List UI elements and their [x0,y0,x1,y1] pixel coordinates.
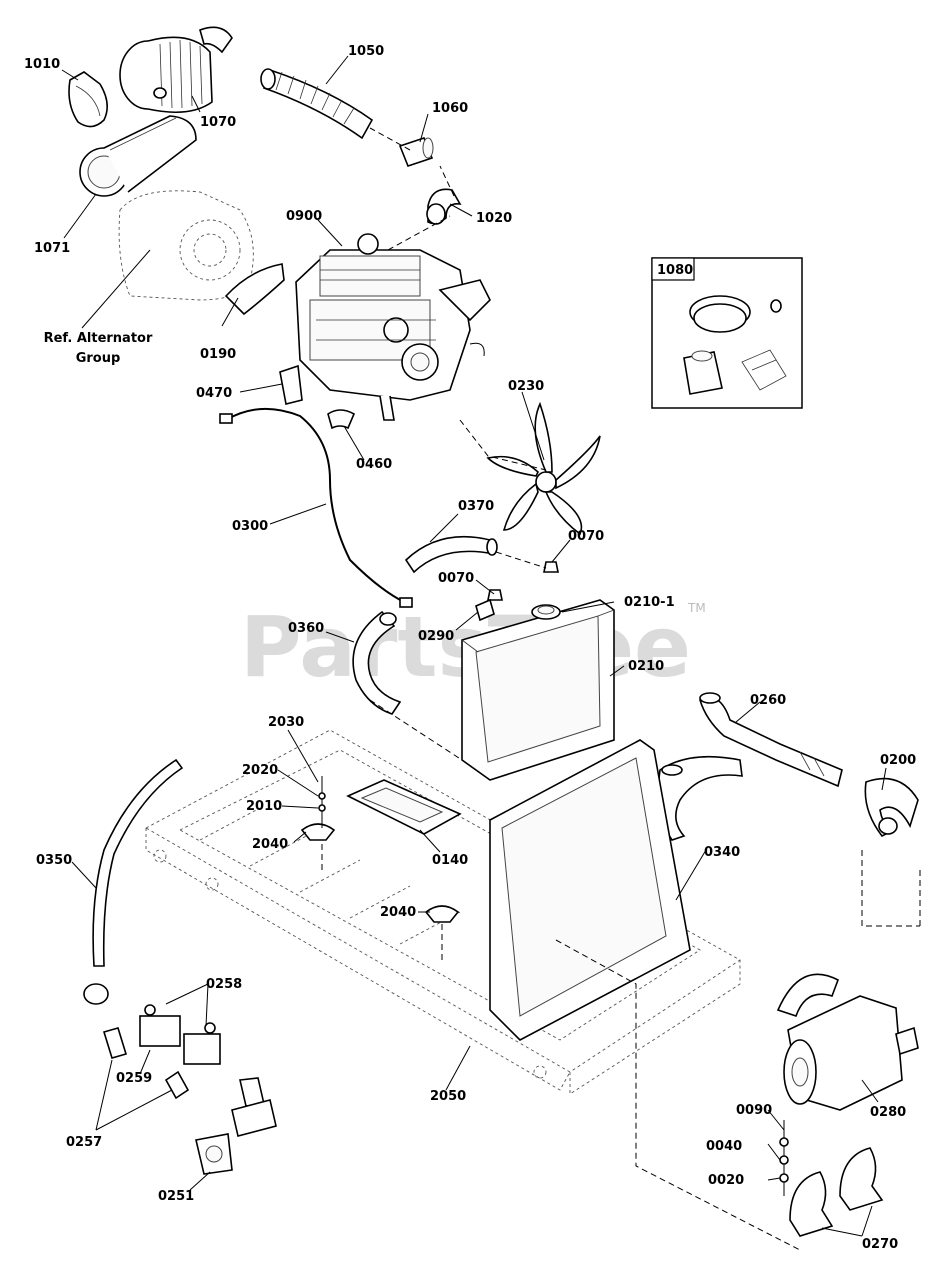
label-1060: 1060 [432,101,468,116]
label-1010: 1010 [24,57,60,72]
leader-lines [61,55,887,1237]
label-0230: 0230 [508,379,544,394]
label-0290: 0290 [418,629,454,644]
tray-0140 [346,779,462,835]
label-0200: 0200 [880,753,916,768]
intake-hose-1050 [260,68,374,140]
shield-0190 [224,263,285,316]
label-0260: 0260 [750,693,786,708]
inset-kit-1080: 1080 [651,257,803,409]
label-0210-1: 0210-1 [624,595,675,610]
fasteners-2010-2030 [318,776,326,828]
valve-0258 [139,1004,221,1065]
drain-0251 [195,1077,277,1175]
base-frame-2050 [145,729,741,1095]
exhaust-leader [861,850,921,927]
support-0340 [489,739,691,1041]
label-0258: 0258 [206,977,242,992]
engine-0900 [295,233,491,421]
radiator-leader [369,699,463,761]
label-0257: 0257 [66,1135,102,1150]
label-1020: 1020 [476,211,512,226]
mount-2040-a [300,823,336,841]
watermark-tm: TM [687,601,706,615]
label-1070: 1070 [200,115,236,130]
alternator-reference-outline [118,190,254,301]
label-0470: 0470 [196,386,232,401]
label-0360: 0360 [288,621,324,636]
ref-alternator-line2: Group [76,351,121,366]
hose-0370 [404,535,498,574]
label-2020: 2020 [242,763,278,778]
mount-2040-b [424,905,460,923]
support-leader [555,939,801,1251]
part-labels: 1010 1070 1050 1060 1020 1071 0900 0190 … [24,44,916,1252]
cable-0300 [219,407,413,608]
bracket-0460 [327,409,356,430]
label-2010: 2010 [246,799,282,814]
label-0070-b: 0070 [438,571,474,586]
clamp-1010 [68,71,108,128]
label-0340: 0340 [704,845,740,860]
fastener-0070-a [543,561,559,573]
label-0259: 0259 [116,1071,152,1086]
label-0251: 0251 [158,1189,194,1204]
label-0900: 0900 [286,209,322,224]
label-2040-a: 2040 [252,837,288,852]
fitting-0257 [102,1027,190,1100]
label-0070-a: 0070 [568,529,604,544]
label-1071: 1071 [34,241,70,256]
hose-0350 [92,758,184,967]
label-2050: 2050 [430,1089,466,1104]
fitting-0350 [83,983,109,1005]
label-0090: 0090 [736,1103,772,1118]
label-0350: 0350 [36,853,72,868]
hardware-stack [779,1120,789,1196]
label-0210: 0210 [628,659,664,674]
label-1050: 1050 [348,44,384,59]
label-0370: 0370 [458,499,494,514]
bracket-0470 [279,364,303,405]
label-0040: 0040 [706,1139,742,1154]
muffler-0280 [776,973,919,1111]
bracket-0270 [789,1147,884,1237]
label-0280: 0280 [870,1105,906,1120]
label-0020: 0020 [708,1173,744,1188]
elbow-0200 [864,777,919,838]
ref-alternator-line1: Ref. Alternator [44,331,153,346]
elbow-1020 [426,188,462,225]
hose-0360 [352,610,402,715]
label-0270: 0270 [862,1237,898,1252]
inset-label: 1080 [657,263,693,278]
label-2030: 2030 [268,715,304,730]
label-0300: 0300 [232,519,268,534]
label-0140: 0140 [432,853,468,868]
label-0190: 0190 [200,347,236,362]
label-0460: 0460 [356,457,392,472]
exhaust-pipe-0260 [657,692,843,841]
coupling-1060 [398,137,434,167]
filter-element-1071 [79,115,197,197]
radiator-0210 [461,599,615,781]
air-cleaner-cover-1070 [119,26,233,114]
clamp-0290 [475,598,495,622]
fan-0230 [486,401,601,536]
label-2040-b: 2040 [380,905,416,920]
